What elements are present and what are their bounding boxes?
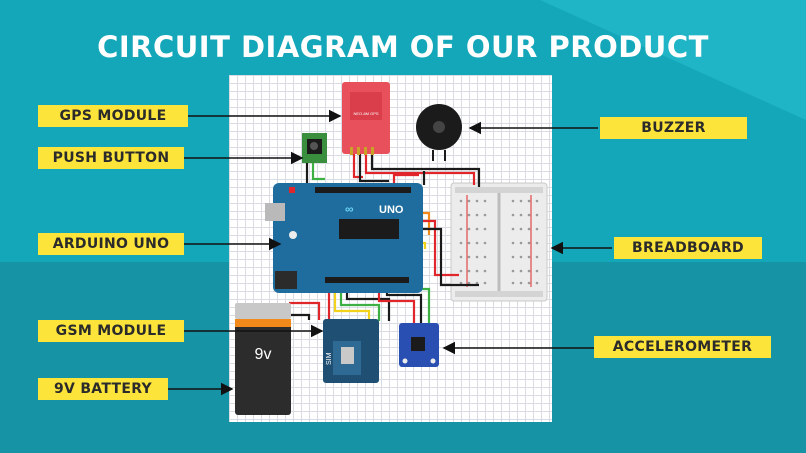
arduino-uno: UNO ∞ — [265, 183, 423, 293]
accelerometer-component — [399, 323, 439, 367]
gsm-sim-text: SIM — [326, 352, 333, 365]
page-title: CIRCUIT DIAGRAM OF OUR PRODUCT — [97, 30, 709, 64]
label-accelerometer: ACCELEROMETER — [594, 336, 771, 358]
breadboard — [450, 182, 548, 302]
label-breadboard: BREADBOARD — [614, 237, 762, 259]
circuit-diagram: UNO ∞ NEO-6M GPS 9v — [229, 75, 552, 422]
gsm-module-component: SIM — [323, 319, 379, 383]
gps-board-text: NEO-6M GPS — [353, 111, 378, 116]
battery-component: 9v — [235, 303, 291, 415]
arduino-model-text: UNO — [379, 204, 404, 216]
circuit-drawing: UNO ∞ NEO-6M GPS 9v — [235, 82, 548, 415]
label-gsm-module: GSM MODULE — [38, 320, 184, 342]
push-button-component — [302, 133, 327, 163]
label-buzzer: BUZZER — [600, 117, 747, 139]
gps-module: NEO-6M GPS — [342, 82, 390, 155]
buzzer-component — [416, 104, 462, 161]
label-gps-module: GPS MODULE — [38, 105, 188, 127]
label-9v-battery: 9V BATTERY — [38, 378, 168, 400]
label-arduino-uno: ARDUINO UNO — [38, 233, 184, 255]
svg-text:∞: ∞ — [345, 202, 354, 216]
label-push-button: PUSH BUTTON — [38, 147, 184, 169]
battery-voltage-text: 9v — [255, 346, 272, 363]
